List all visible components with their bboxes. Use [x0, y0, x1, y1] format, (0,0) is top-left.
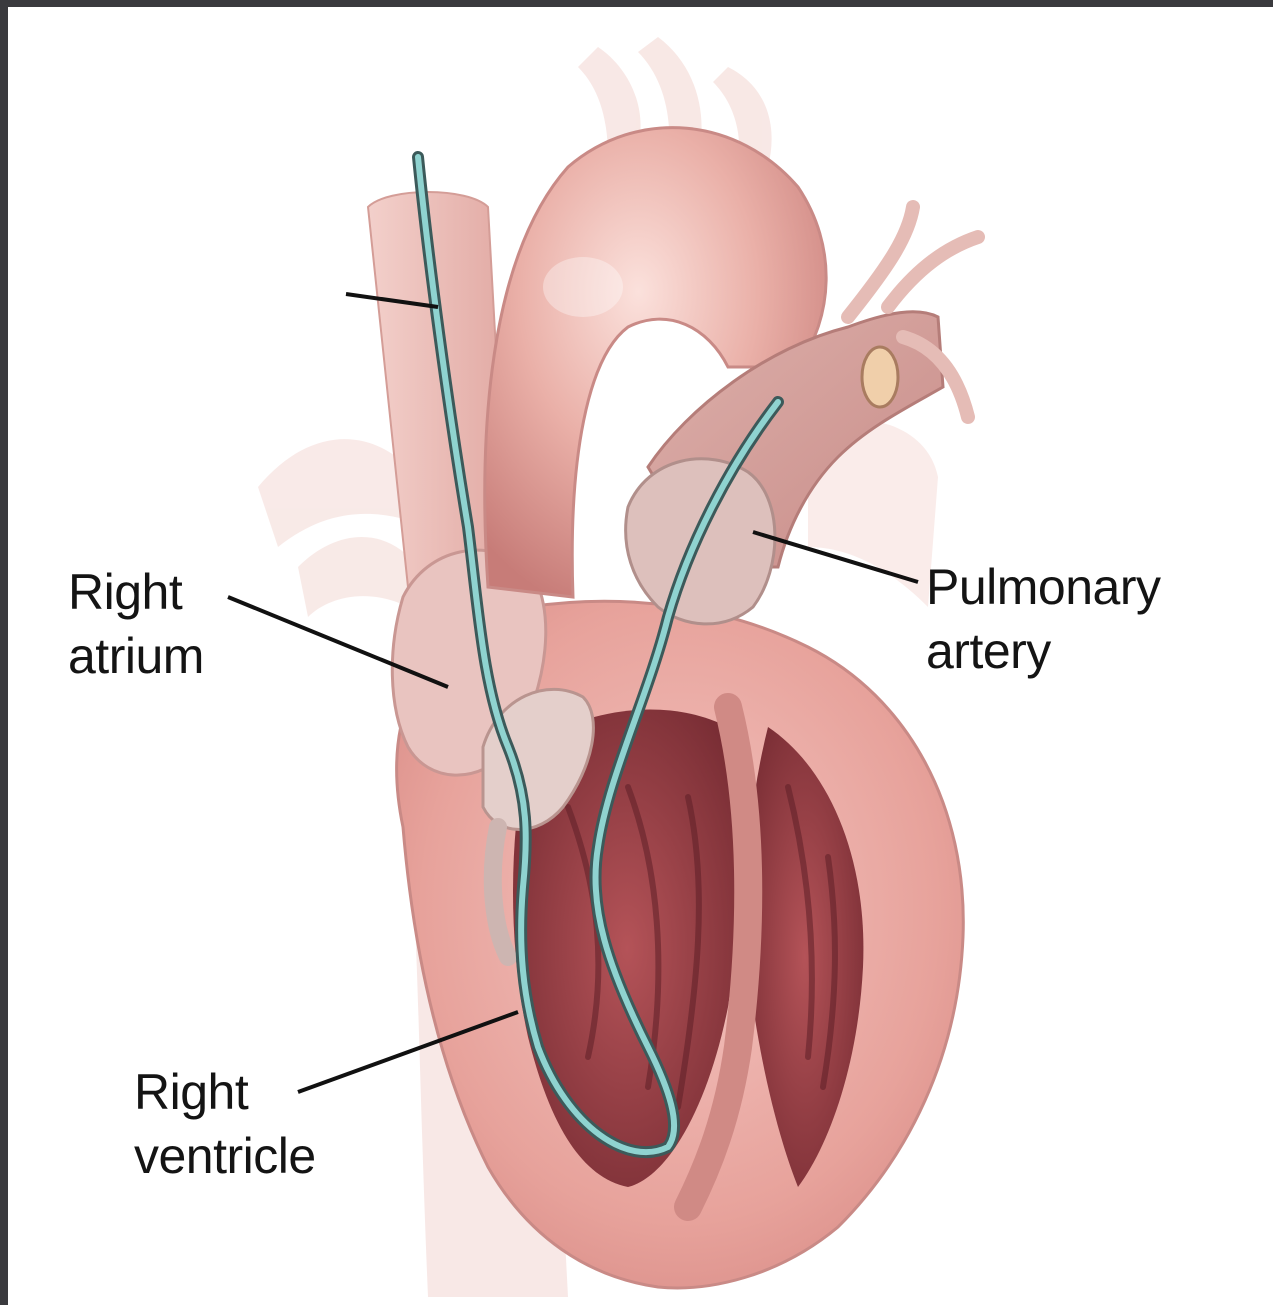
diagram-canvas: Right atrium Pulmonary artery Right vent…	[8, 7, 1273, 1305]
label-right-ventricle-line2: ventricle	[134, 1124, 316, 1188]
label-pulmonary-artery-line1: Pulmonary	[926, 555, 1161, 619]
label-right-atrium-line2: atrium	[68, 624, 204, 688]
label-right-atrium: Right atrium	[68, 560, 204, 688]
label-pulmonary-artery: Pulmonary artery	[926, 555, 1161, 683]
label-right-ventricle-line1: Right	[134, 1060, 316, 1124]
label-right-atrium-line1: Right	[68, 560, 204, 624]
label-right-ventricle: Right ventricle	[134, 1060, 316, 1188]
label-pulmonary-artery-line2: artery	[926, 619, 1161, 683]
